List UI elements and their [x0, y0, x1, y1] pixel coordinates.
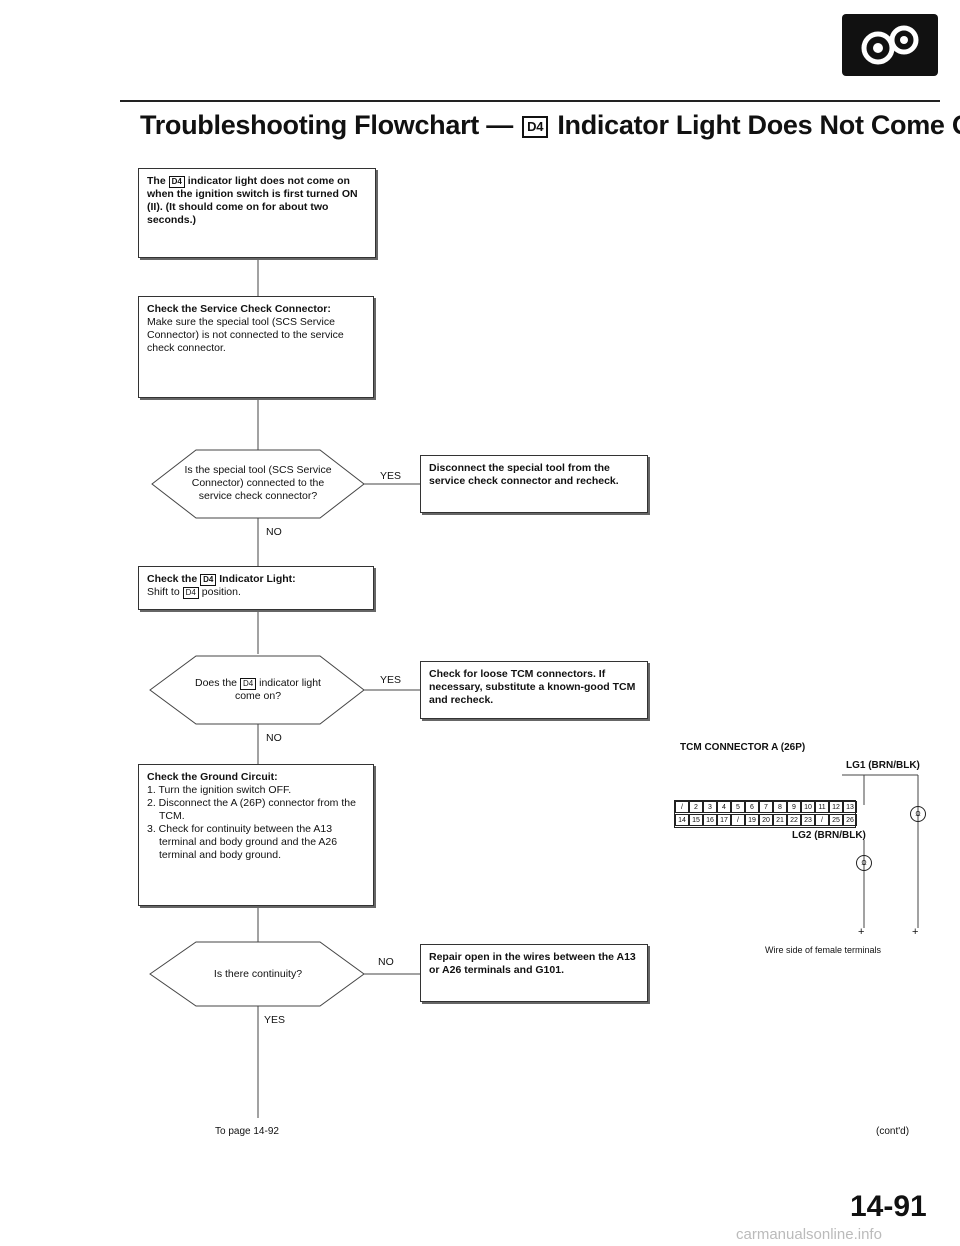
ohmmeter-icon: Ω: [910, 806, 926, 822]
connector-pin: 9: [787, 801, 801, 813]
d4-badge: D4: [200, 574, 217, 586]
connector-pin: 14: [675, 814, 689, 826]
connector-title: TCM CONNECTOR A (26P): [680, 742, 806, 753]
continued-label: (cont'd): [876, 1126, 910, 1137]
connector-pin: 23: [801, 814, 815, 826]
lg1-label: LG1 (BRN/BLK): [846, 760, 920, 771]
decision3-no-label: NO: [378, 956, 394, 968]
disconnect-tool-box: Disconnect the special tool from the ser…: [420, 455, 648, 513]
d4-badge: D4: [522, 115, 549, 138]
connector-pin: 7: [759, 801, 773, 813]
connector-pin: 3: [703, 801, 717, 813]
check-d4-light-box: Check the D4 Indicator Light: Shift to D…: [138, 566, 374, 610]
ohmmeter-icon: Ω: [856, 855, 872, 871]
list-item: 1. Turn the ignition switch OFF.: [147, 784, 292, 796]
list-item: 3. Check for continuity between the A13 …: [147, 823, 338, 861]
d4-badge: D4: [239, 678, 257, 690]
check-tcm-connectors-box: Check for loose TCM connectors. If neces…: [420, 661, 648, 719]
ground-icon: +: [858, 926, 865, 938]
header-rule: [120, 100, 940, 102]
lg2-label: LG2 (BRN/BLK): [792, 830, 866, 841]
connector-pin: /: [815, 814, 829, 826]
connector-pin: 20: [759, 814, 773, 826]
connector-pin: 17: [717, 814, 731, 826]
check-ground-circuit-box: Check the Ground Circuit: 1. Turn the ig…: [138, 764, 374, 906]
check-service-connector-box: Check the Service Check Connector: Make …: [138, 296, 374, 398]
connector-pin: 26: [843, 814, 857, 826]
connector-pin: /: [675, 801, 689, 813]
decision2-yes-label: YES: [380, 674, 402, 686]
to-page-reference: To page 14-92: [215, 1126, 279, 1137]
list-item: 2. Disconnect the A (26P) connector from…: [147, 797, 356, 822]
transmission-gear-icon: [842, 14, 938, 76]
connector-pin: 10: [801, 801, 815, 813]
connector-pin: 6: [745, 801, 759, 813]
connector-pin: 4: [717, 801, 731, 813]
connector-pin: 11: [815, 801, 829, 813]
decision-continuity: Is there continuity?: [213, 968, 303, 980]
start-condition-box: The D4 indicator light does not come on …: [138, 168, 376, 258]
repair-open-box: Repair open in the wires between the A13…: [420, 944, 648, 1002]
ground-icon: +: [912, 926, 919, 938]
d4-badge: D4: [182, 587, 199, 599]
connector-pin: 25: [829, 814, 843, 826]
connector-caption: Wire side of female terminals: [765, 945, 882, 955]
watermark: carmanualsonline.info: [736, 1226, 882, 1243]
decision2-no-label: NO: [266, 732, 282, 744]
connector-pin: 13: [843, 801, 857, 813]
connector-pin: 22: [787, 814, 801, 826]
decision3-yes-label: YES: [264, 1014, 286, 1026]
connector-pin: 12: [829, 801, 843, 813]
page-title: Troubleshooting Flowchart — D4 Indicator…: [140, 110, 960, 140]
connector-pin: 2: [689, 801, 703, 813]
connector-pin: 5: [731, 801, 745, 813]
connector-pin: 21: [773, 814, 787, 826]
decision1-no-label: NO: [266, 526, 282, 538]
connector-pin: 8: [773, 801, 787, 813]
decision-scs-connected: Is the special tool (SCS Service Connect…: [184, 464, 332, 502]
connector-pin: 16: [703, 814, 717, 826]
connector-pin: 19: [745, 814, 759, 826]
decision-d4-comes-on: Does the D4 indicator light come on?: [195, 677, 321, 702]
connector-pin: /: [731, 814, 745, 826]
page-number: 14-91: [850, 1190, 927, 1223]
decision1-yes-label: YES: [380, 470, 402, 482]
connector-pin: 15: [689, 814, 703, 826]
d4-badge: D4: [168, 176, 185, 188]
